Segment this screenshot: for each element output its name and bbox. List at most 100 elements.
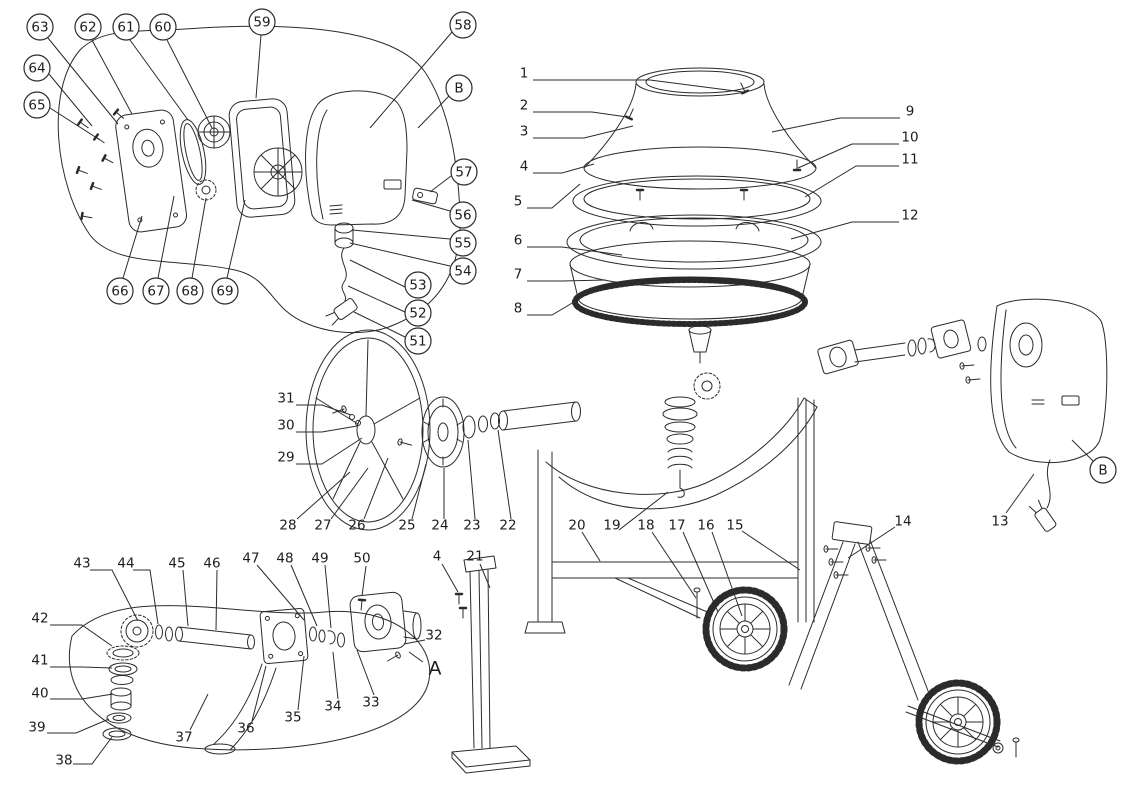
leader-line — [497, 429, 512, 520]
callout-label: 29 — [277, 450, 294, 466]
callout-label: 20 — [568, 518, 585, 534]
leader-line — [296, 437, 363, 465]
callout-label: 28 — [279, 518, 296, 534]
callout-label: 25 — [398, 518, 415, 534]
drive-belt — [179, 119, 207, 185]
axle-shaft — [175, 626, 255, 650]
callout-46: 46 — [203, 556, 221, 631]
callout-circle — [1089, 456, 1117, 484]
leader-line — [324, 564, 332, 629]
front-support-leg — [451, 555, 531, 774]
bearing-bracket — [259, 608, 309, 664]
ring-stack — [102, 645, 140, 741]
leader-line — [353, 311, 406, 338]
leader-line — [1071, 439, 1094, 462]
callout-label: 32 — [425, 628, 442, 644]
callout-circle — [74, 13, 102, 41]
leader-line — [47, 718, 110, 734]
leader-line — [296, 404, 352, 416]
callout-14: 14 — [847, 514, 912, 559]
callout-label: 47 — [242, 551, 259, 567]
leader-line — [533, 79, 744, 93]
callout-label: 23 — [463, 518, 480, 534]
leader-line — [533, 163, 595, 174]
leader-line — [251, 665, 267, 722]
callout-label: 14 — [894, 514, 911, 530]
capacitor — [334, 222, 354, 249]
gasket-plate — [228, 98, 296, 218]
callout-12: 12 — [790, 208, 919, 240]
callout-B: B — [1071, 439, 1117, 484]
wheel-fasteners — [992, 737, 1020, 758]
callout-4: 4 — [433, 549, 459, 593]
brand-label — [383, 179, 402, 190]
callout-41: 41 — [31, 653, 113, 669]
callout-circle — [149, 13, 177, 41]
leader-line — [581, 531, 601, 562]
leader-line — [296, 471, 351, 520]
callout-label: 22 — [499, 518, 516, 534]
pulley-housing — [349, 591, 407, 653]
leader-line — [182, 569, 189, 627]
callout-31: 31 — [277, 391, 352, 416]
callout-3: 3 — [520, 124, 634, 140]
leader-line — [91, 39, 133, 115]
callout-24: 24 — [431, 468, 449, 534]
drum-top — [583, 67, 817, 202]
callout-69: 69 — [211, 199, 246, 305]
callout-1: 1 — [520, 66, 744, 93]
leader-line — [157, 195, 175, 279]
leader-line — [256, 564, 305, 621]
callout-circle — [112, 13, 140, 41]
callout-label: 43 — [73, 556, 90, 572]
callout-13: 13 — [991, 473, 1035, 530]
callout-circle — [450, 158, 478, 186]
leader-line — [533, 111, 628, 118]
support-leg — [204, 663, 277, 755]
leader-line — [527, 246, 623, 256]
drum-bottom — [569, 240, 811, 364]
callout-label: 26 — [348, 518, 365, 534]
leader-line — [347, 285, 406, 313]
callout-label: 40 — [31, 686, 48, 702]
callout-label: 57 — [455, 165, 472, 181]
fan-impeller — [253, 147, 303, 197]
callout-16: 16 — [697, 518, 743, 617]
leader-line — [122, 215, 143, 279]
callout-label: 2 — [520, 98, 529, 114]
pinion-gear — [195, 179, 217, 201]
callout-55: 55 — [351, 229, 477, 257]
leader-line — [47, 37, 119, 125]
motor-housing-right — [990, 298, 1108, 532]
callout-label: 17 — [668, 518, 685, 534]
callout-label: 39 — [28, 720, 45, 736]
leader-line — [50, 624, 113, 647]
callout-label: 41 — [31, 653, 48, 669]
gear-knob — [120, 614, 154, 648]
callout-7: 7 — [514, 267, 607, 283]
callout-label: 27 — [314, 518, 331, 534]
leader-line — [408, 651, 424, 663]
leader-line — [467, 439, 476, 520]
callout-circle — [248, 8, 276, 36]
callout-40: 40 — [31, 686, 114, 702]
callout-23: 23 — [463, 439, 481, 534]
callout-label: 54 — [454, 264, 471, 280]
callout-label: 61 — [117, 20, 134, 36]
drum-ring-handles — [566, 214, 822, 270]
mounting-screws — [75, 108, 127, 222]
callout-circle — [404, 327, 432, 355]
callout-20: 20 — [568, 518, 601, 562]
leader-line — [191, 197, 207, 279]
motor-cover — [305, 90, 408, 226]
leader-line — [651, 531, 697, 599]
callout-label: 50 — [353, 551, 370, 567]
callout-label: 5 — [514, 194, 523, 210]
callout-38: 38 — [55, 736, 113, 769]
leader-line — [361, 565, 367, 597]
callout-61: 61 — [112, 13, 189, 121]
leader-line — [215, 569, 218, 631]
callout-circle — [445, 74, 473, 102]
leader-line — [1005, 473, 1035, 514]
